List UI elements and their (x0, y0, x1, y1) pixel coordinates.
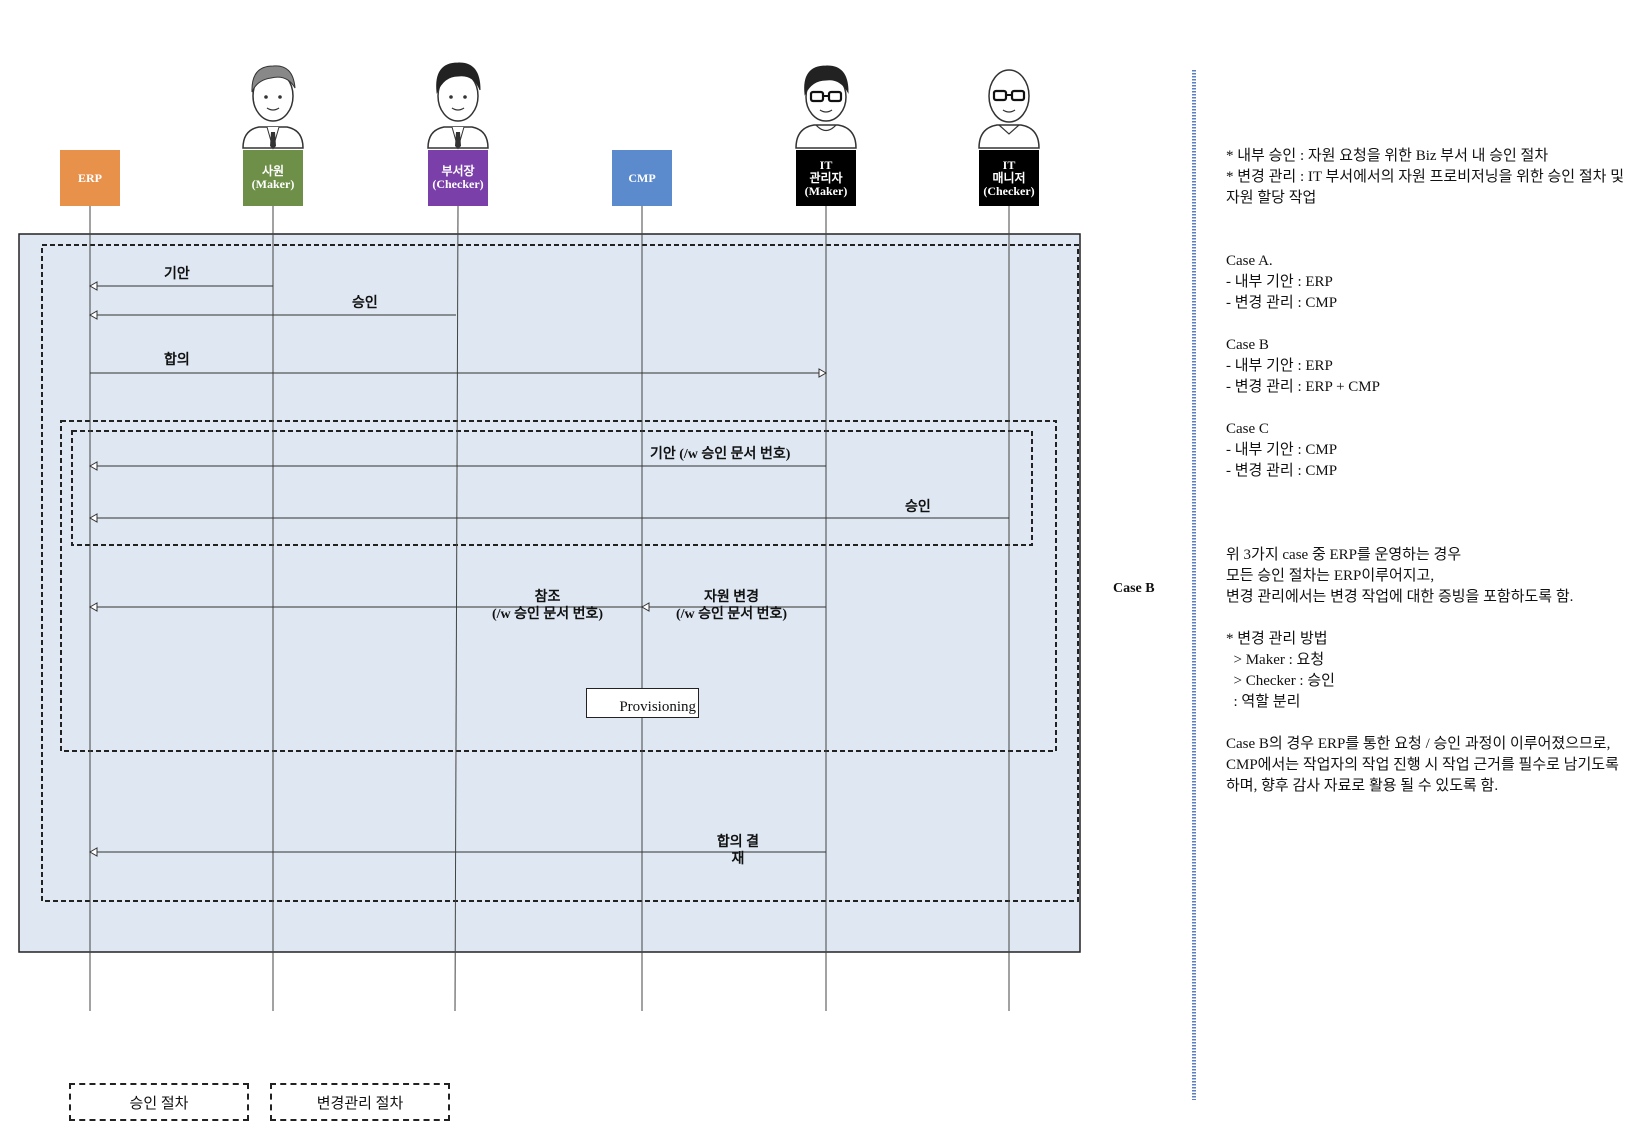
notes-line: 위 3가지 case 중 ERP를 운영하는 경우 (1226, 547, 1462, 563)
actor-manager-role: (Checker) (432, 177, 484, 191)
notes-panel: * 내부 승인 : 자원 요청을 위한 Biz 부서 내 승인 절차 * 변경 관… (1226, 146, 1626, 797)
arrowhead-approve (88, 310, 98, 320)
notes-line: Case B의 경우 ERP를 통한 요청 / 승인 과정이 이루어졌으므로, … (1226, 736, 1623, 794)
msg-resource-change-line-1: 자원 변경 (703, 590, 760, 605)
arrowhead-approve-2 (88, 513, 98, 523)
notes-line: - 내부 기안 : ERP (1226, 274, 1333, 290)
actor-it-admin-label-2: 관리자 (809, 170, 843, 185)
arrowhead-draft-doc (88, 461, 98, 471)
msg-reference: 참조 (/w 승인 문서 번호) (480, 589, 615, 623)
process-frame (18, 233, 1081, 953)
notes-line: : 역할 분리 (1226, 694, 1301, 710)
notes-spacer (1226, 482, 1626, 503)
notes-line: * 변경 관리 방법 (1226, 631, 1328, 647)
notes-spacer (1226, 713, 1626, 734)
actor-erp: ERP (60, 150, 120, 206)
notes-line: * 내부 승인 : 자원 요청을 위한 Biz 부서 내 승인 절차 (1226, 148, 1549, 164)
notes-line: - 변경 관리 : CMP (1226, 295, 1338, 311)
actor-employee: 사원 (Maker) (243, 150, 303, 206)
actor-it-admin-label-1: IT (819, 157, 833, 172)
notes-spacer (1226, 608, 1626, 629)
arrowhead-consult-result (88, 847, 98, 857)
notes-line: > Maker : 요청 (1226, 652, 1325, 668)
notes-line: 변경 관리에서는 변경 작업에 대한 증빙을 포함하도록 함. (1226, 589, 1574, 605)
msg-draft-doc: 기안 (/w 승인 문서 번호) (650, 447, 791, 462)
notes-line: * 변경 관리 : IT 부서에서의 자원 프로비저닝을 위한 승인 절차 및 … (1226, 169, 1628, 206)
actor-erp-label: ERP (78, 170, 102, 185)
msg-resource-change: 자원 변경 (/w 승인 문서 번호) (664, 589, 799, 623)
avatar-it-manager (978, 69, 1040, 149)
change-mgmt-box (60, 420, 1057, 752)
actor-it-manager-label-2: 매니저 (992, 170, 1026, 185)
provisioning-box: Provisioning (586, 688, 699, 718)
actor-it-admin: IT 관리자 (Maker) (796, 150, 856, 206)
notes-spacer (1226, 524, 1626, 545)
legend-approval: 승인 절차 (69, 1083, 249, 1121)
message-arrows (88, 281, 1009, 857)
msg-consult: 합의 (164, 353, 190, 368)
actor-manager: 부서장 (Checker) (428, 150, 488, 206)
msg-consult-result-line-2: 재 (731, 852, 745, 867)
arrowhead-resource-change (640, 602, 650, 612)
msg-approve-2: 승인 (905, 500, 931, 515)
arrowhead-reference (88, 602, 98, 612)
actor-employee-role: (Maker) (251, 177, 295, 191)
notes-line: 모든 승인 절차는 ERP이루어지고, (1226, 568, 1435, 584)
lifeline-manager (454, 205, 459, 1012)
notes-line: - 변경 관리 : ERP + CMP (1226, 379, 1380, 395)
avatar-manager (427, 62, 489, 150)
actor-it-manager-role: (Checker) (983, 183, 1035, 198)
arrowhead-consult (818, 368, 828, 378)
actor-manager-label: 부서장 (441, 164, 475, 178)
actor-it-admin-role: (Maker) (804, 183, 848, 198)
avatar-it-admin (795, 65, 857, 149)
inner-approval-box (71, 430, 1033, 546)
actor-it-manager: IT 매니저 (Checker) (979, 150, 1039, 206)
msg-consult-result: 합의 결 재 (706, 834, 770, 868)
notes-line: Case A. (1226, 253, 1273, 269)
legend-change-mgmt: 변경관리 절차 (270, 1083, 450, 1121)
msg-resource-change-line-2: (/w 승인 문서 번호) (675, 607, 788, 622)
notes-line: > Checker : 승인 (1226, 673, 1335, 689)
arrowhead-draft (88, 281, 98, 291)
notes-line: - 내부 기안 : CMP (1226, 442, 1338, 458)
legend-approval-label: 승인 절차 (129, 1095, 189, 1112)
notes-spacer (1226, 209, 1626, 230)
actor-employee-label: 사원 (261, 164, 285, 178)
msg-reference-line-2: (/w 승인 문서 번호) (491, 607, 604, 622)
msg-draft: 기안 (164, 267, 190, 282)
notes-spacer (1226, 230, 1626, 251)
notes-line: Case C (1226, 421, 1269, 437)
msg-reference-line-1: 참조 (534, 590, 561, 605)
actor-cmp-label: CMP (628, 170, 656, 185)
notes-spacer (1226, 314, 1626, 335)
legend-change-mgmt-label: 변경관리 절차 (316, 1095, 404, 1112)
case-label: Case B (1113, 581, 1155, 596)
msg-approve: 승인 (352, 296, 378, 311)
lifelines (89, 205, 1010, 1012)
avatar-employee (242, 65, 304, 150)
notes-spacer (1226, 503, 1626, 524)
notes-spacer (1226, 398, 1626, 419)
notes-line: - 내부 기안 : ERP (1226, 358, 1333, 374)
notes-line: - 변경 관리 : CMP (1226, 463, 1338, 479)
notes-line: Case B (1226, 337, 1269, 353)
msg-consult-result-line-1: 합의 결 (716, 835, 760, 850)
actor-it-manager-label-1: IT (1002, 157, 1016, 172)
actor-cmp: CMP (612, 150, 672, 206)
approval-process-box (41, 244, 1079, 902)
